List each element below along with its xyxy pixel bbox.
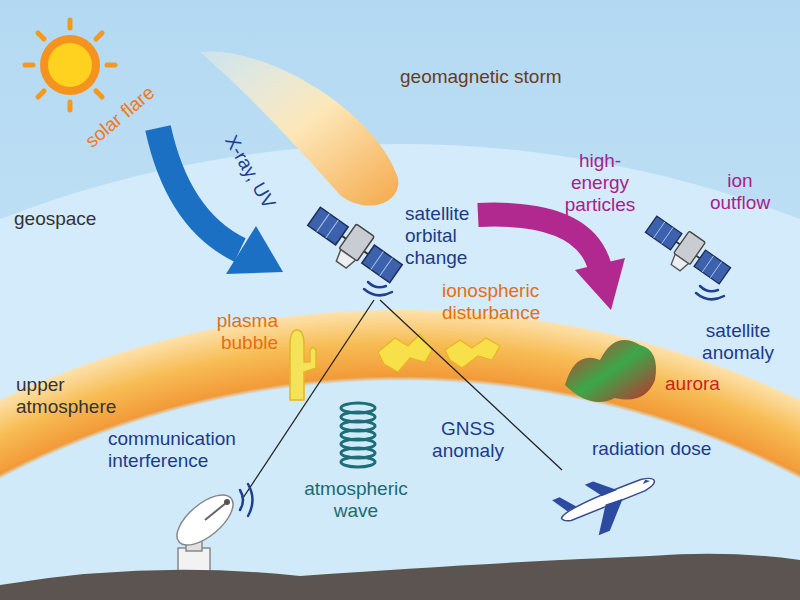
geospace-region [0,144,800,600]
annotation-label: aurora [665,373,720,395]
annotation-label: solar flare [81,82,159,152]
annotation-label: radiation dose [592,438,711,460]
satellite [300,202,406,294]
annotation-label: high-energy particles [565,150,636,216]
coil-turn [341,457,375,467]
xray-arrow [158,128,283,274]
aurora-shape [565,340,656,402]
upper-atmosphere-band [0,310,800,600]
annotation-label: GNSS anomaly [432,418,504,462]
annotation-label: geospace [14,208,96,230]
annotation-label: satellite orbital change [405,203,469,269]
ground [0,554,800,600]
annotation-label: ionospheric disturbance [442,280,540,324]
annotation-label: atmospheric wave [304,478,408,522]
storm-cloud [200,51,398,205]
airplane [551,460,665,546]
annotation-label: satellite anomaly [702,320,774,364]
annotation-label: communication interference [108,428,236,472]
sun [25,20,115,110]
satellite [639,211,734,294]
annotation-label: geomagnetic storm [400,66,562,88]
signal-paths [243,300,562,498]
annotation-label: X-ray, UV [220,131,280,212]
annotation-label: ion outflow [710,170,770,214]
annotation-label: upper atmosphere [16,374,116,418]
ionospheric-blobs [378,334,500,372]
plasma-bubble [290,330,316,400]
atmospheric-wave-coil [341,403,375,467]
annotation-label: plasma bubble [217,310,278,354]
